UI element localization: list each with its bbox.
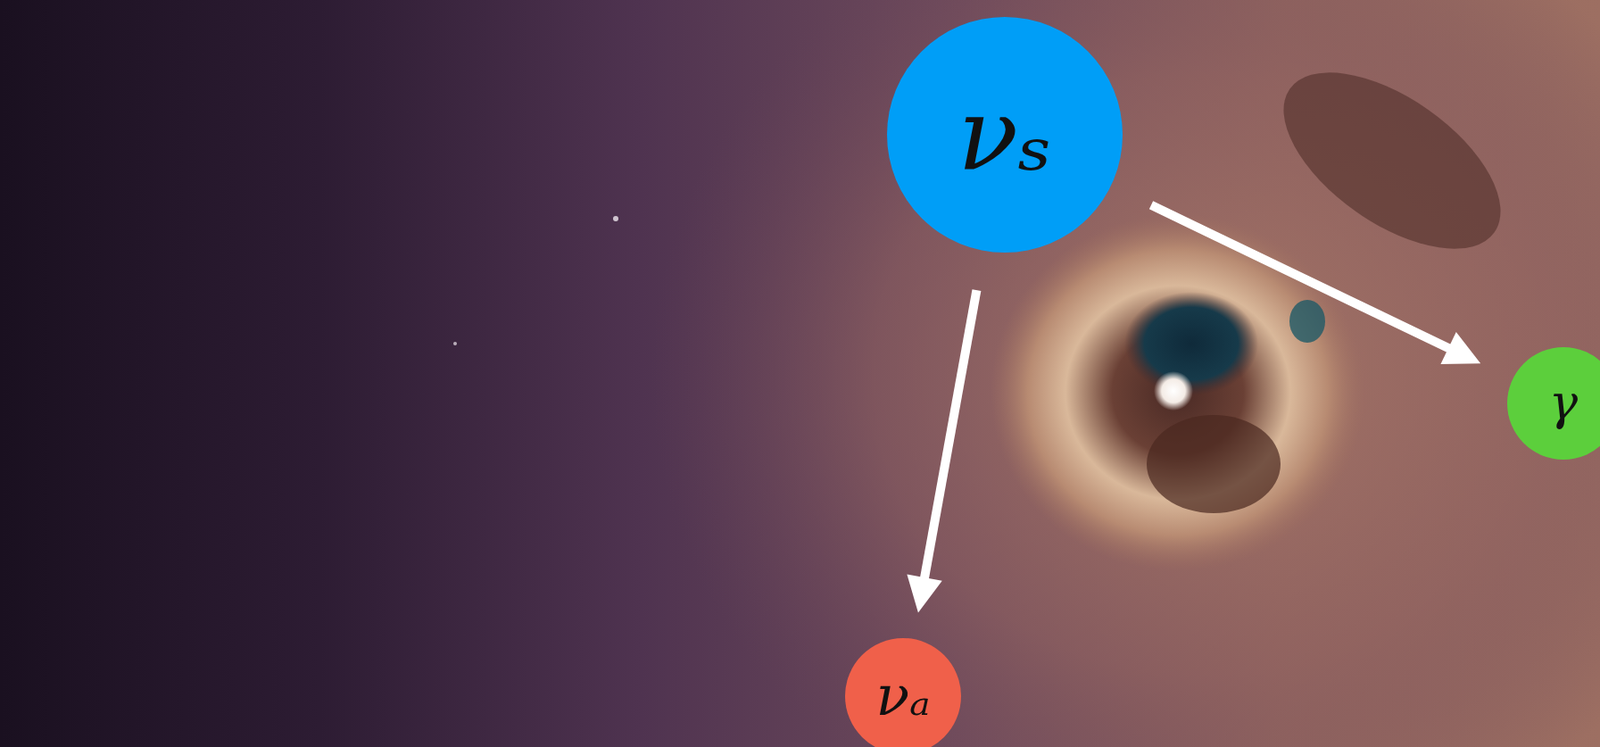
decay-arrow xyxy=(1151,205,1481,365)
decay-arrow xyxy=(906,290,977,613)
arrow-shaft xyxy=(923,290,977,581)
particle-circle: νₛ xyxy=(887,16,1123,253)
particle-symbol: νₐ xyxy=(876,668,931,724)
particle-circle: γ xyxy=(1507,347,1600,460)
arrow-head xyxy=(906,574,942,614)
particle-symbol: γ xyxy=(1549,379,1578,428)
arrow-head xyxy=(1440,331,1481,365)
circle-fill xyxy=(887,16,1123,253)
arrow-shaft xyxy=(1151,205,1452,350)
circle-fill xyxy=(845,638,962,747)
circle-fill xyxy=(1507,347,1600,460)
particle-circle: νₐ xyxy=(845,638,962,747)
particle-symbol: νₛ xyxy=(957,84,1053,185)
